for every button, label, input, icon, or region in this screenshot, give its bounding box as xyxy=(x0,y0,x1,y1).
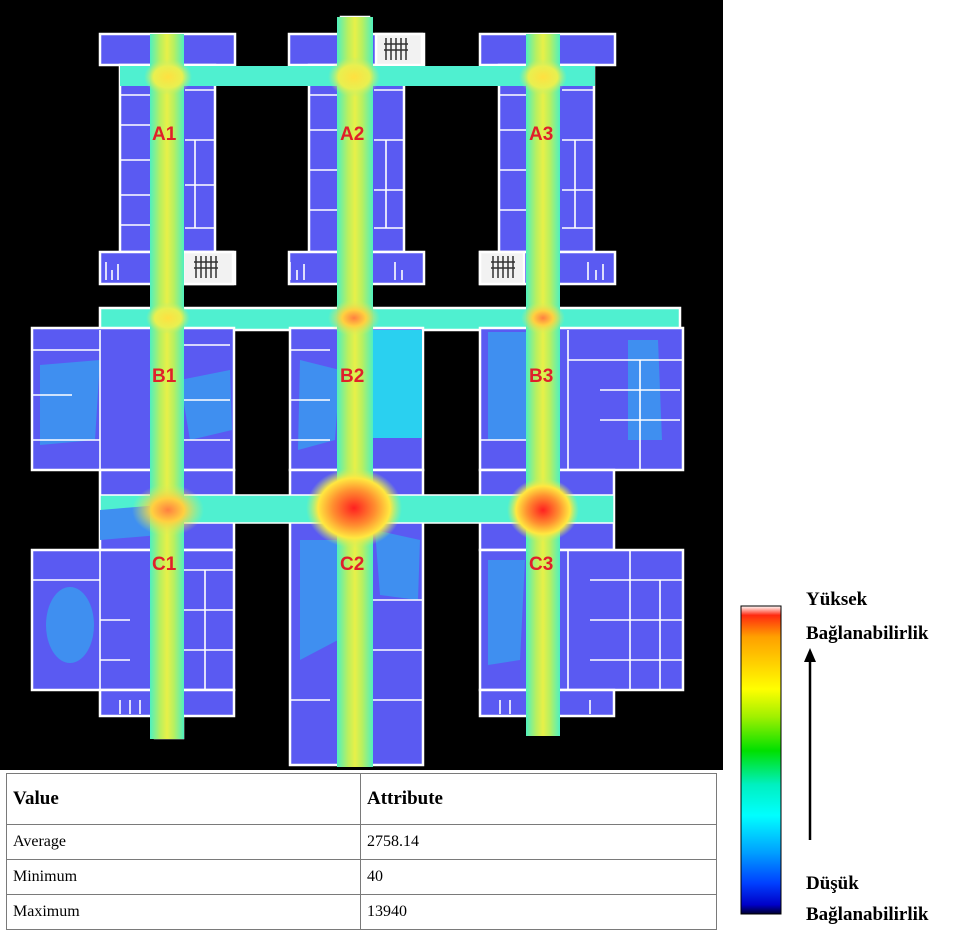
legend-high-line1: Yüksek xyxy=(806,589,868,610)
zone-label: B3 xyxy=(529,366,553,387)
zone-label: C2 xyxy=(340,554,364,575)
connectivity-hotspots xyxy=(132,57,579,548)
table-header-row: Value Attribute xyxy=(6,773,717,825)
legend-low-line2: Bağlanabilirlik xyxy=(806,904,929,925)
legend-high-line2: Bağlanabilirlik xyxy=(806,623,929,644)
row-label: Minimum xyxy=(6,859,361,895)
table-row: Maximum 13940 xyxy=(6,894,717,930)
zone-label: A3 xyxy=(529,124,553,145)
zone-label: C1 xyxy=(152,554,177,575)
wing-c-light-areas xyxy=(46,505,525,665)
interior-walls-b xyxy=(32,330,683,470)
zone-label: A1 xyxy=(152,124,177,145)
zone-labels: A1 A2 A3 B1 B2 B3 C1 C2 C3 xyxy=(152,124,553,575)
legend-arrow xyxy=(804,648,816,840)
row-label: Average xyxy=(6,824,361,860)
stair-icons xyxy=(194,38,515,278)
row-value: 40 xyxy=(360,859,717,895)
zone-label: B1 xyxy=(152,366,177,387)
zone-label: C3 xyxy=(529,554,553,575)
table-row: Average 2758.14 xyxy=(6,824,717,860)
zone-label: B2 xyxy=(340,366,364,387)
legend-color-bar xyxy=(740,605,782,915)
column-header-value: Value xyxy=(6,773,361,825)
table-row: Minimum 40 xyxy=(6,859,717,895)
legend-low-line1: Düşük xyxy=(806,873,859,894)
row-value: 2758.14 xyxy=(360,824,717,860)
connectivity-corridors xyxy=(120,17,595,767)
interior-walls-a xyxy=(105,89,604,280)
column-header-attribute: Attribute xyxy=(360,773,717,825)
zone-label: A2 xyxy=(340,124,364,145)
row-value: 13940 xyxy=(360,894,717,930)
row-label: Maximum xyxy=(6,894,361,930)
statistics-table: Value Attribute Average 2758.14 Minimum … xyxy=(6,773,717,930)
